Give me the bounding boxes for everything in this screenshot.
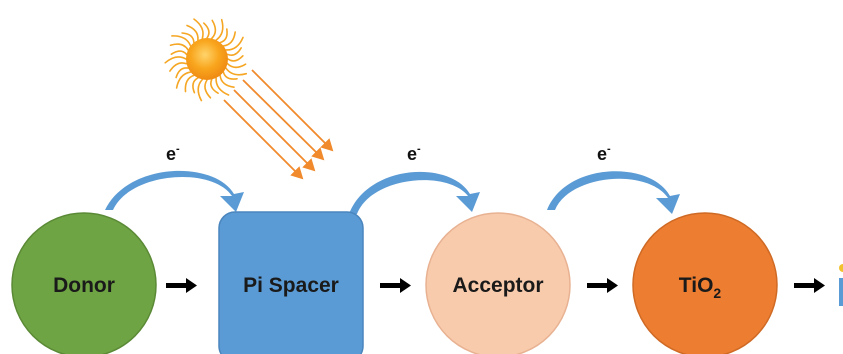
sun-flare [184,74,195,93]
sun-flare [193,18,204,40]
flow-arrow-4 [794,278,825,293]
pi-spacer-node: Pi Spacer [218,211,364,354]
sun-flare [215,18,224,41]
sun-flare [219,74,235,88]
sun-flare [210,78,219,94]
sun-flare [170,50,188,56]
electron-transfer-arrow-3 [547,171,680,214]
sun-flare [192,77,199,94]
flow-arrow-2 [380,278,411,293]
tio2-node: TiO2 [632,212,778,354]
flow-arrow-1 [166,278,197,293]
sun-flare [171,35,192,47]
sun-flare [227,55,244,62]
sun-flare [225,67,248,76]
electron-label-2: e- [407,143,421,164]
sun-flare [203,22,210,39]
light-rays-icon [223,69,334,180]
sun-flare [222,31,236,47]
acceptor-node: Acceptor [425,212,571,354]
electron-transfer-arrow-2 [349,171,480,214]
sun-flare [181,32,195,44]
sun-flare [204,79,212,99]
electron-transfer-arrow-1 [105,170,244,212]
pi-spacer-label: Pi Spacer [243,274,339,297]
sun-flare [197,78,204,102]
sun-icon [164,18,248,102]
offscreen-element-edge [839,264,843,306]
sun-flare [215,77,230,96]
sun-flare [226,62,247,69]
electron-label-3: e- [597,143,611,164]
sun-flare [164,56,187,64]
sun-flare [169,43,189,51]
sun-flare [186,24,199,41]
tio2-label: TiO2 [679,274,722,301]
acceptor-label: Acceptor [452,274,543,297]
sun-flare [175,71,192,89]
sun-flare [219,28,228,44]
sun-flare [222,71,238,80]
sun-flare [175,67,189,79]
donor-node: Donor [11,212,157,354]
sun-flare [169,62,188,72]
sun-flare [225,36,244,51]
sun-flare [226,47,242,56]
electron-label-1: e- [166,143,180,164]
sun-flare [210,19,217,40]
flow-arrow-3 [587,278,618,293]
donor-label: Donor [53,274,115,297]
